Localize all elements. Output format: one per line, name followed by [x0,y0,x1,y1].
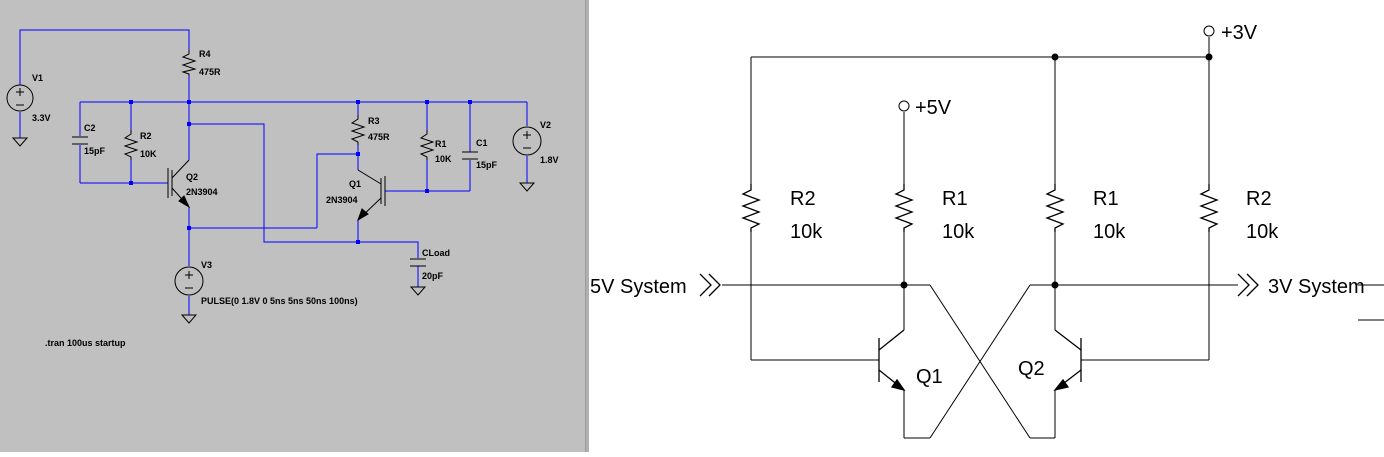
r3-value-label: 475R [368,132,390,142]
output-port-chevron-icon [1237,273,1259,297]
q2-model-label: 2N3904 [186,187,218,197]
r4-resistor-symbol [181,50,197,76]
level-shifter-schematic-panel: +3V +5V R2 10k R1 10k R1 10k R2 10k Q1 Q… [589,0,1384,452]
v2-name-label: V2 [540,120,551,130]
q1-name-label: Q1 [349,179,361,189]
r1-left-name-label: R1 [942,188,968,210]
r2-resistor-symbol [123,130,139,160]
r3-resistor-symbol [350,115,366,145]
supply-5v-label: +5V [915,97,952,119]
q1-transistor-symbol [878,329,906,392]
level-shifter-junctions [900,53,1213,289]
output-system-label: 3V System [1268,276,1365,298]
cload-capacitor-symbol [410,258,426,267]
v3-name-label: V3 [201,260,212,270]
q2-transistor-symbol [167,159,191,209]
supply-3v-label: +3V [1221,22,1258,44]
cload-value-label: 20pF [422,271,444,281]
level-shifter-wires [722,37,1384,439]
ltspice-schematic-panel: V1 3.3V R4 475R C2 15pF R2 10K Q2 2N3904… [0,0,585,452]
level-shifter-schematic: +3V +5V R2 10k R1 10k R1 10k R2 10k Q1 Q… [590,22,1384,439]
v1-voltage-source-symbol [6,84,34,112]
q1-transistor-symbol [357,169,386,222]
r2-right-value-label: 10k [1246,221,1279,243]
r2-name-label: R2 [140,131,152,141]
c1-capacitor-symbol [462,151,478,160]
cload-name-label: CLoad [422,248,450,258]
v2-value-label: 1.8V [540,155,559,165]
r2-left-resistor-symbol [741,184,761,232]
c2-capacitor-symbol [72,136,88,145]
c2-name-label: C2 [84,123,96,133]
r2-right-resistor-symbol [1199,184,1219,232]
supply-3v-terminal [1203,25,1215,37]
r1-right-name-label: R1 [1093,188,1119,210]
input-port-chevron-icon [699,273,721,297]
spice-directive-label: .tran 100us startup [45,338,126,348]
ltspice-schematic: V1 3.3V R4 475R C2 15pF R2 10K Q2 2N3904… [6,29,559,348]
r1-value-label: 10K [435,154,452,164]
v3-voltage-source-symbol [174,266,204,296]
r2-value-label: 10K [140,149,157,159]
supply-5v-terminal [898,100,910,112]
v3-value-label: PULSE(0 1.8V 0 5ns 5ns 50ns 100ns) [201,296,358,306]
panel-divider [585,0,590,452]
q1-model-label: 2N3904 [326,195,358,205]
v2-voltage-source-symbol [512,126,542,156]
c2-value-label: 15pF [84,146,106,156]
r2-right-name-label: R2 [1246,188,1272,210]
q1-label: Q1 [916,366,943,388]
r1-right-value-label: 10k [1093,221,1126,243]
r1-right-resistor-symbol [1045,184,1065,232]
c1-name-label: C1 [476,138,488,148]
r1-left-resistor-symbol [894,184,914,232]
r1-resistor-symbol [419,130,435,160]
r4-name-label: R4 [199,49,211,59]
v1-value-label: 3.3V [32,113,51,123]
junction-dots [129,100,472,244]
ground-symbols [11,137,536,324]
schematic-wires [19,29,528,315]
q2-name-label: Q2 [186,172,198,182]
c1-value-label: 15pF [476,160,498,170]
q2-label: Q2 [1018,358,1045,380]
v1-name-label: V1 [32,73,43,83]
r1-name-label: R1 [435,139,447,149]
r2-left-name-label: R2 [790,188,816,210]
q2-transistor-symbol [1053,329,1082,392]
r4-value-label: 475R [199,67,221,77]
r1-left-value-label: 10k [942,221,975,243]
input-system-label: 5V System [590,276,687,298]
r3-name-label: R3 [368,116,380,126]
r2-left-value-label: 10k [790,221,823,243]
